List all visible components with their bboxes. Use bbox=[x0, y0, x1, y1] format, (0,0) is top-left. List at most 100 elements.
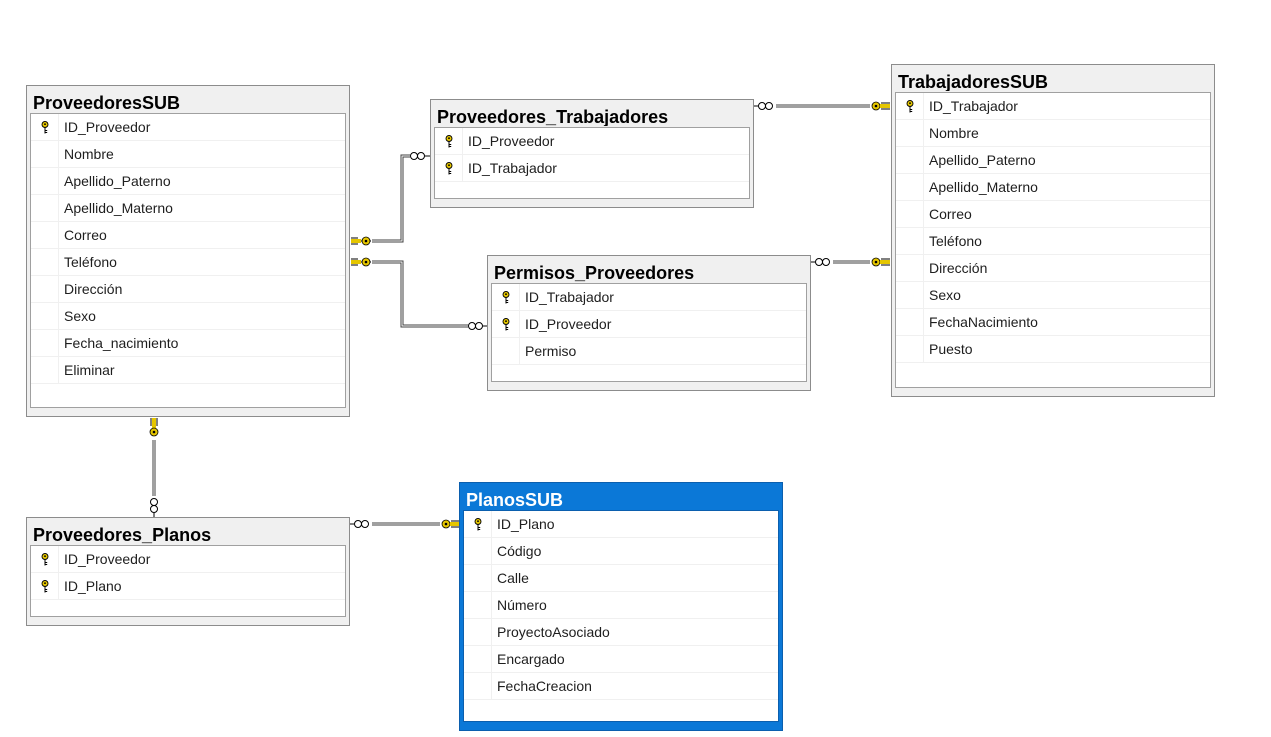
column-name: Encargado bbox=[497, 651, 565, 667]
row-selector bbox=[896, 255, 924, 281]
primary-key-icon bbox=[445, 161, 453, 175]
column-row[interactable]: Sexo bbox=[31, 303, 345, 330]
column-name: Apellido_Materno bbox=[929, 179, 1038, 195]
column-row[interactable]: FechaNacimiento bbox=[896, 309, 1210, 336]
column-name: FechaCreacion bbox=[497, 678, 592, 694]
row-selector bbox=[896, 282, 924, 308]
row-selector bbox=[896, 120, 924, 146]
many-end-icon bbox=[150, 498, 158, 518]
column-row[interactable]: Teléfono bbox=[896, 228, 1210, 255]
relationship-trabajadores-proveedores[interactable] bbox=[754, 101, 890, 111]
row-selector bbox=[31, 114, 59, 140]
column-name: Teléfono bbox=[64, 254, 117, 270]
column-row[interactable]: Dirección bbox=[31, 276, 345, 303]
column-row[interactable]: ID_Plano bbox=[31, 573, 345, 600]
table-title: Proveedores_Trabajadores bbox=[437, 107, 669, 126]
row-selector bbox=[31, 249, 59, 275]
primary-key-icon bbox=[474, 517, 482, 531]
row-selector bbox=[464, 673, 492, 699]
table-title: ProveedoresSUB bbox=[33, 93, 181, 112]
column-row[interactable]: Encargado bbox=[464, 646, 778, 673]
column-name: ID_Proveedor bbox=[64, 551, 151, 567]
column-name: ID_Trabajador bbox=[929, 98, 1018, 114]
relationship-proveedores-trabajadores[interactable] bbox=[351, 152, 431, 246]
one-end-icon bbox=[149, 418, 159, 437]
row-selector bbox=[492, 338, 520, 364]
row-selector bbox=[464, 565, 492, 591]
column-row[interactable]: Apellido_Materno bbox=[31, 195, 345, 222]
one-end-icon bbox=[351, 236, 371, 246]
primary-key-icon bbox=[41, 120, 49, 134]
column-name: Número bbox=[497, 597, 547, 613]
column-name: Puesto bbox=[929, 341, 973, 357]
table-title: TrabajadoresSUB bbox=[898, 72, 1049, 91]
column-row[interactable]: Teléfono bbox=[31, 249, 345, 276]
row-selector bbox=[492, 284, 520, 310]
column-row[interactable]: ID_Proveedor bbox=[492, 311, 806, 338]
column-name: ID_Trabajador bbox=[468, 160, 557, 176]
column-row[interactable]: Apellido_Materno bbox=[896, 174, 1210, 201]
column-row[interactable]: Permiso bbox=[492, 338, 806, 365]
column-row[interactable]: ID_Plano bbox=[464, 511, 778, 538]
row-selector bbox=[464, 538, 492, 564]
column-row[interactable]: Eliminar bbox=[31, 357, 345, 384]
row-selector bbox=[31, 168, 59, 194]
primary-key-icon bbox=[502, 317, 510, 331]
row-selector bbox=[896, 93, 924, 119]
column-row[interactable]: ID_Trabajador bbox=[492, 284, 806, 311]
row-selector bbox=[435, 155, 463, 181]
column-row[interactable]: Dirección bbox=[896, 255, 1210, 282]
column-row[interactable]: ID_Proveedor bbox=[31, 114, 345, 141]
column-name: ID_Proveedor bbox=[468, 133, 555, 149]
column-row[interactable]: ID_Trabajador bbox=[435, 155, 749, 182]
row-selector bbox=[31, 357, 59, 383]
column-row[interactable]: Puesto bbox=[896, 336, 1210, 363]
column-name: Apellido_Materno bbox=[64, 200, 173, 216]
many-end-icon bbox=[410, 152, 431, 160]
column-row[interactable]: Sexo bbox=[896, 282, 1210, 309]
column-row[interactable]: Fecha_nacimiento bbox=[31, 330, 345, 357]
column-name: ProyectoAsociado bbox=[497, 624, 610, 640]
column-row[interactable]: Nombre bbox=[896, 120, 1210, 147]
column-row[interactable]: FechaCreacion bbox=[464, 673, 778, 700]
column-row[interactable]: Apellido_Paterno bbox=[31, 168, 345, 195]
column-row[interactable]: Correo bbox=[31, 222, 345, 249]
primary-key-icon bbox=[41, 579, 49, 593]
column-row[interactable]: Código bbox=[464, 538, 778, 565]
many-end-icon bbox=[468, 322, 489, 330]
column-row[interactable]: Calle bbox=[464, 565, 778, 592]
column-row[interactable]: ID_Proveedor bbox=[31, 546, 345, 573]
row-selector bbox=[31, 573, 59, 599]
column-row[interactable]: Correo bbox=[896, 201, 1210, 228]
row-selector bbox=[435, 128, 463, 154]
row-selector bbox=[464, 511, 492, 537]
row-selector bbox=[896, 309, 924, 335]
relationship-proveedores-permisos[interactable] bbox=[351, 257, 489, 330]
column-row[interactable]: Número bbox=[464, 592, 778, 619]
column-row[interactable]: Nombre bbox=[31, 141, 345, 168]
column-row[interactable]: ProyectoAsociado bbox=[464, 619, 778, 646]
column-name: Sexo bbox=[929, 287, 961, 303]
column-row[interactable]: Apellido_Paterno bbox=[896, 147, 1210, 174]
relationship-proveedores-planos[interactable] bbox=[149, 418, 159, 518]
many-end-icon bbox=[754, 102, 773, 110]
relationship-trabajadores-permisos[interactable] bbox=[811, 257, 890, 267]
primary-key-icon bbox=[445, 134, 453, 148]
column-name: Sexo bbox=[64, 308, 96, 324]
column-row[interactable]: ID_Trabajador bbox=[896, 93, 1210, 120]
column-name: Teléfono bbox=[929, 233, 982, 249]
column-row[interactable]: ID_Proveedor bbox=[435, 128, 749, 155]
column-name: Dirección bbox=[64, 281, 123, 297]
relationship-planos-proveedores[interactable] bbox=[350, 519, 460, 529]
one-end-icon bbox=[871, 101, 890, 111]
